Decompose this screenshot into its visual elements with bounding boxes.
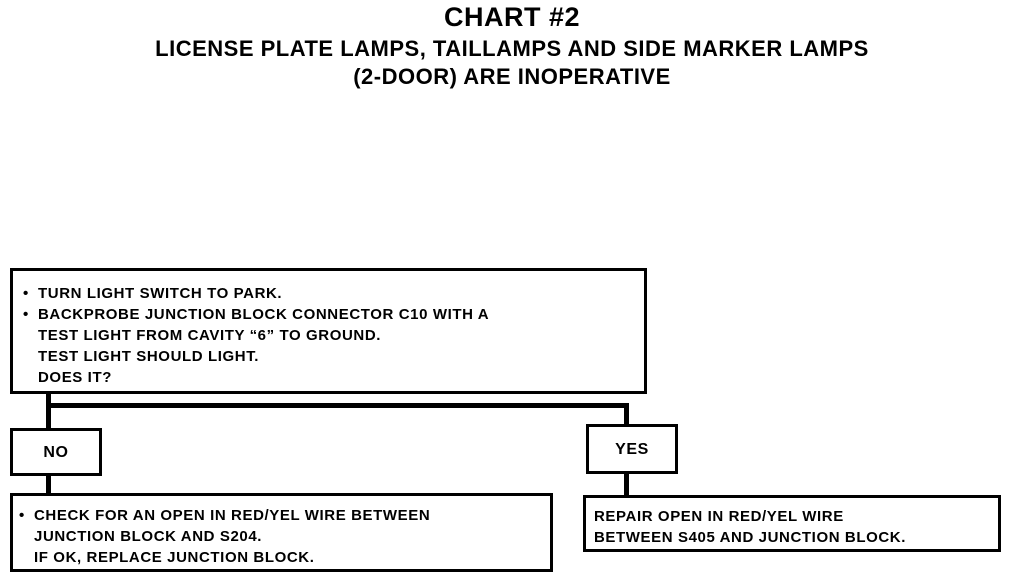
- bullet-icon: •: [19, 507, 25, 524]
- bullet-icon: •: [23, 306, 29, 323]
- yes-label-box: YES: [586, 424, 678, 474]
- step-line-5: DOES IT?: [38, 369, 112, 386]
- chart-subtitle-line1: LICENSE PLATE LAMPS, TAILLAMPS AND SIDE …: [155, 36, 869, 61]
- yes-action-line-2: BETWEEN S405 AND JUNCTION BLOCK.: [594, 529, 907, 546]
- yes-action-line-1: REPAIR OPEN IN RED/YEL WIRE: [594, 508, 844, 525]
- no-action-line-3: IF OK, REPLACE JUNCTION BLOCK.: [34, 549, 315, 566]
- step-text-1: TURN LIGHT SWITCH TO PARK.: [38, 285, 283, 302]
- connector-yes-to-action: [624, 472, 629, 496]
- chart-title: CHART #2: [443, 2, 581, 32]
- connector-horizontal: [46, 403, 629, 408]
- no-label: NO: [43, 443, 69, 461]
- step-line-2: • BACKPROBE JUNCTION BLOCK CONNECTOR C10 …: [23, 304, 636, 325]
- bullet-icon: •: [23, 285, 29, 302]
- step-line-1: • TURN LIGHT SWITCH TO PARK.: [23, 283, 636, 304]
- step-line-3: TEST LIGHT FROM CAVITY “6” TO GROUND.: [38, 327, 382, 344]
- connector-no-to-action: [46, 474, 51, 494]
- chart-subtitle-line2: (2-DOOR) ARE INOPERATIVE: [353, 64, 671, 89]
- connector-left-down: [46, 393, 51, 428]
- no-action-line-1: • CHECK FOR AN OPEN IN RED/YEL WIRE BETWE…: [19, 505, 544, 526]
- no-action-text-1: CHECK FOR AN OPEN IN RED/YEL WIRE BETWEE…: [34, 507, 431, 524]
- no-label-box: NO: [10, 428, 102, 476]
- yes-label: YES: [615, 440, 649, 458]
- step-box: • TURN LIGHT SWITCH TO PARK. • BACKPROBE J…: [10, 268, 647, 394]
- no-action-line-2: JUNCTION BLOCK AND S204.: [34, 528, 263, 545]
- step-text-2: BACKPROBE JUNCTION BLOCK CONNECTOR C10 W…: [38, 306, 490, 323]
- no-action-box: • CHECK FOR AN OPEN IN RED/YEL WIRE BETWE…: [10, 493, 553, 572]
- yes-action-box: REPAIR OPEN IN RED/YEL WIRE BETWEEN S405…: [583, 495, 1001, 552]
- connector-right-down: [624, 403, 629, 427]
- step-line-4: TEST LIGHT SHOULD LIGHT.: [38, 348, 260, 365]
